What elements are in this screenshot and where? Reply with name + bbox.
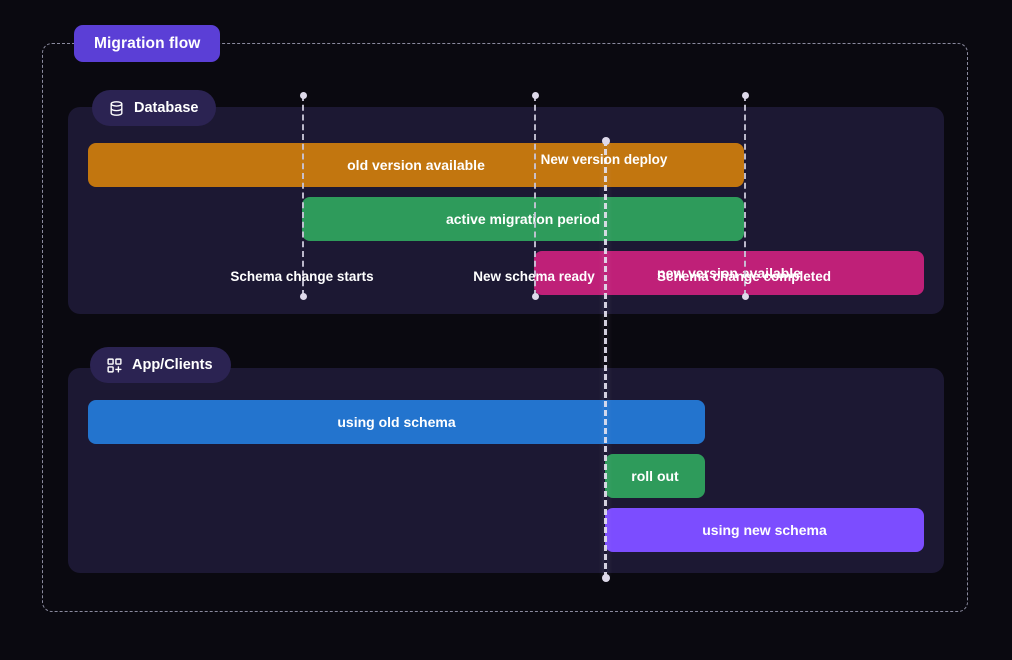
marker-label: Schema change completed xyxy=(656,269,832,284)
bar-active-migration-period: active migration period xyxy=(302,197,744,241)
lane-pill-database: Database xyxy=(92,90,217,126)
grid-plus-icon xyxy=(106,357,123,374)
database-icon xyxy=(108,100,125,117)
bar-old-version-available: old version available xyxy=(88,143,744,187)
bar-using-old-schema: using old schema xyxy=(88,400,705,444)
marker-label: New schema ready xyxy=(473,269,595,284)
bar-label: using new schema xyxy=(702,522,827,538)
bar-label: active migration period xyxy=(445,211,601,227)
marker-label: New version deploy xyxy=(540,152,668,167)
bar-roll-out: roll out xyxy=(605,454,705,498)
lane-pill-database-label: Database xyxy=(134,100,199,116)
diagram-outer-frame xyxy=(42,43,968,612)
lane-pill-app-clients-label: App/Clients xyxy=(132,357,213,373)
bar-new-version-available: new version available xyxy=(534,251,924,295)
bar-label: old version available xyxy=(347,157,485,173)
marker-label: Schema change starts xyxy=(230,269,374,284)
migration-flow-badge: Migration flow xyxy=(74,25,221,62)
bar-using-new-schema: using new schema xyxy=(605,508,924,552)
lane-pill-app-clients: App/Clients xyxy=(90,347,231,383)
bar-label: new version available xyxy=(657,265,801,281)
bar-label: roll out xyxy=(631,468,679,484)
bar-label: using old schema xyxy=(337,414,456,430)
